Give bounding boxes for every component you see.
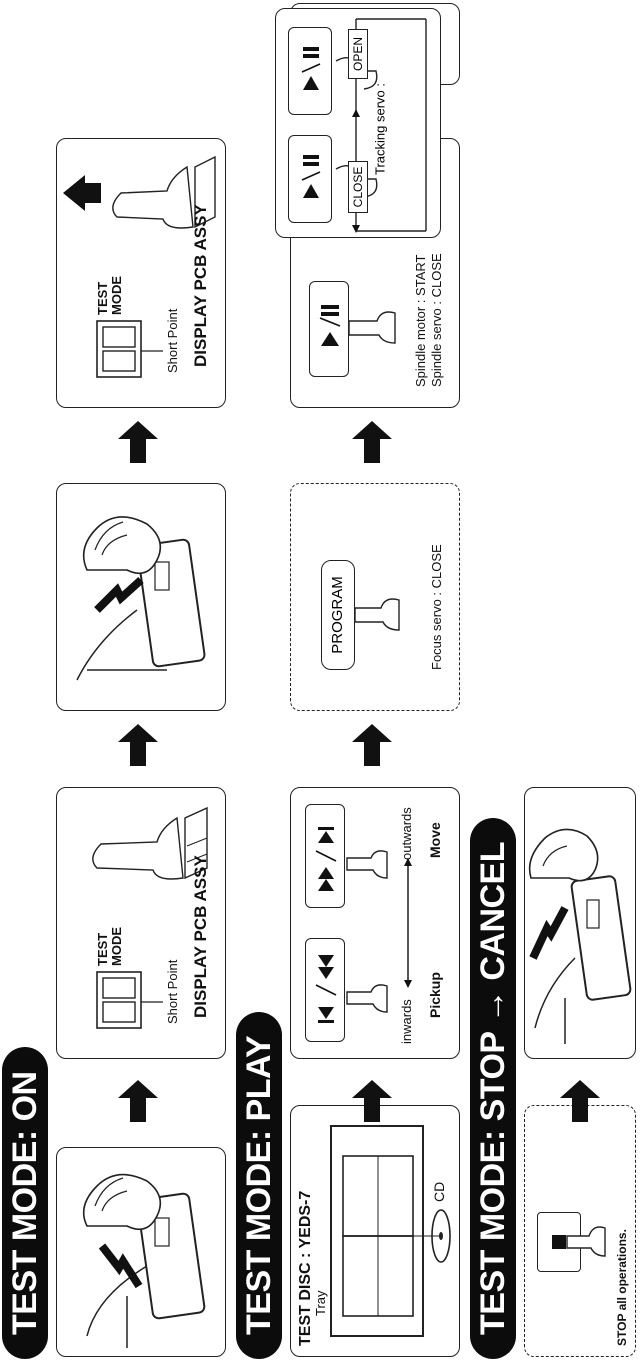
spindle-motor-label: Spindle motor : START bbox=[413, 254, 428, 387]
finger-press-illustration bbox=[354, 598, 400, 631]
play-pause-icon bbox=[301, 155, 321, 198]
play-pause-icon bbox=[301, 47, 321, 90]
panel-pickup-move: inwards outwards Pickup Move bbox=[290, 787, 460, 1059]
display-pcb-label: DISPLAY PCB ASSY bbox=[191, 855, 210, 1018]
short-point-label: Short Point bbox=[165, 959, 180, 1024]
panel-short-point-2: TEST MODE Short Point DISPLAY PCB ASSY bbox=[56, 138, 226, 408]
tray-disc-illustration bbox=[330, 1125, 451, 1337]
pcb-short-point-illustration bbox=[63, 155, 216, 378]
hand-remote-illustration bbox=[528, 828, 632, 1044]
test-mode-label-line1: TEST bbox=[95, 281, 110, 315]
finger-press-illustration bbox=[566, 1226, 606, 1257]
panel-stop: STOP all operations. bbox=[524, 1105, 636, 1357]
panel-program: PROGRAM Focus servo : CLOSE bbox=[290, 483, 460, 711]
skip-back-icon bbox=[315, 955, 337, 1023]
stop-icon bbox=[552, 1235, 566, 1249]
play-pause-icon bbox=[319, 305, 341, 346]
test-mode-label-line2: MODE bbox=[109, 927, 124, 966]
panel-short-point-1: TEST MODE Short Point DISPLAY PCB ASSY bbox=[56, 787, 226, 1059]
flow-arrow bbox=[118, 724, 158, 766]
pcb-short-point-illustration bbox=[92, 806, 208, 1029]
panel-test-disc: TEST DISC : YEDS-7 Tray CD bbox=[290, 1105, 460, 1357]
banner-test-mode-on: TEST MODE: ON bbox=[2, 1047, 48, 1359]
pickup-label: Pickup bbox=[427, 972, 443, 1018]
open-label-box: OPEN bbox=[348, 29, 368, 79]
banner-test-mode-play: TEST MODE: PLAY bbox=[236, 1011, 282, 1359]
panel-release-power bbox=[524, 787, 636, 1059]
flow-arrow bbox=[352, 1080, 392, 1122]
cd-label: CD bbox=[431, 1181, 447, 1202]
focus-servo-label: Focus servo : CLOSE bbox=[429, 544, 444, 670]
skip-back-key[interactable] bbox=[305, 938, 345, 1042]
finger-press-illustration bbox=[346, 850, 412, 1013]
flow-arrow bbox=[352, 421, 392, 463]
skip-forward-icon bbox=[315, 827, 337, 891]
banner-test-mode-stop-cancel: TEST MODE: STOP → CANCEL bbox=[470, 817, 516, 1359]
move-label: Move bbox=[427, 822, 443, 858]
short-point-label: Short Point bbox=[165, 308, 180, 373]
close-label: CLOSE bbox=[351, 166, 365, 208]
display-pcb-label: DISPLAY PCB ASSY bbox=[191, 204, 210, 367]
test-mode-label-line1: TEST bbox=[95, 932, 110, 966]
outwards-label: outwards bbox=[399, 807, 414, 860]
open-label: OPEN bbox=[351, 36, 365, 72]
tracking-servo-panel: CLOSE OPEN Tracking servo : bbox=[275, 8, 441, 238]
hand-remote-illustration bbox=[76, 516, 206, 681]
inwards-label: inwards bbox=[399, 999, 414, 1044]
hand-remote-illustration bbox=[82, 1173, 206, 1348]
tracking-servo-label: Tracking servo : bbox=[372, 83, 388, 175]
play-pause-key-open[interactable] bbox=[288, 27, 332, 115]
stop-key[interactable] bbox=[537, 1212, 581, 1272]
flow-arrow bbox=[560, 1080, 600, 1122]
finger-press-illustration bbox=[348, 311, 396, 344]
panel-press-power-shorted bbox=[56, 483, 226, 711]
skip-forward-key[interactable] bbox=[305, 804, 345, 908]
flow-arrow bbox=[118, 421, 158, 463]
stop-all-label: STOP all operations. bbox=[615, 1229, 629, 1346]
panel-press-power bbox=[56, 1147, 226, 1357]
flow-arrow bbox=[118, 1080, 158, 1122]
panel-spindle: Spindle motor : START Spindle servo : CL… bbox=[290, 138, 460, 408]
play-pause-key-close[interactable] bbox=[288, 135, 332, 223]
play-pause-key[interactable] bbox=[309, 281, 349, 377]
test-mode-label-line2: MODE bbox=[109, 276, 124, 315]
flow-arrow bbox=[352, 724, 392, 766]
spindle-servo-label: Spindle servo : CLOSE bbox=[429, 253, 444, 387]
close-label-box: CLOSE bbox=[348, 161, 368, 213]
